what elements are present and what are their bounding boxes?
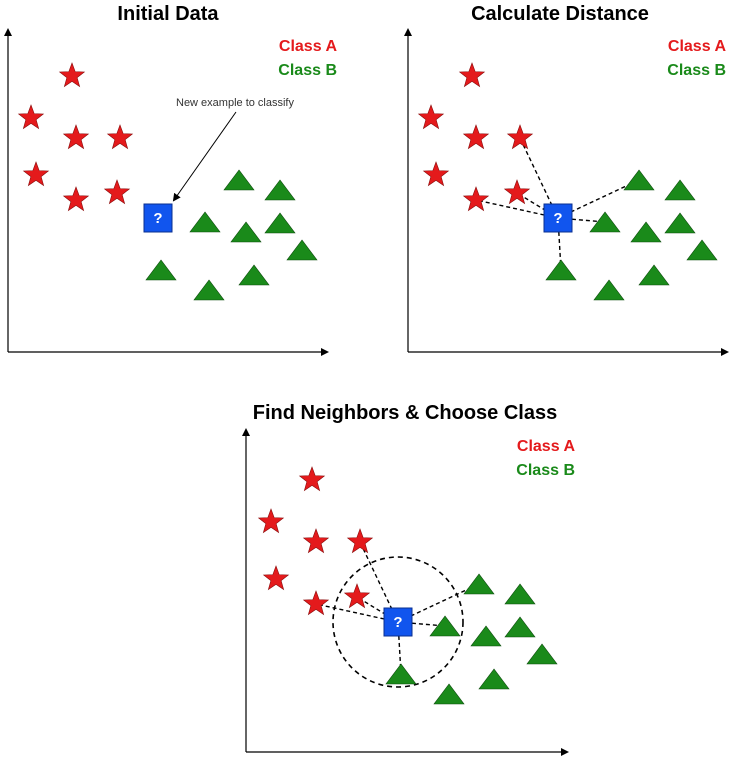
class-b-triangle xyxy=(470,625,502,647)
class-b-triangle xyxy=(686,239,718,261)
unknown-example xyxy=(383,607,413,637)
class-a-star xyxy=(302,590,330,616)
class-a-star xyxy=(346,528,374,554)
class-b-triangle xyxy=(238,264,270,286)
class-a-star xyxy=(503,179,531,205)
legend-class-b: Class B xyxy=(278,62,337,79)
class-b-triangle xyxy=(526,643,558,665)
panel-calculate-distance: Calculate Distance Class A Class B ? xyxy=(404,3,729,356)
class-a-star xyxy=(422,161,450,187)
class-b-triangle xyxy=(433,683,465,705)
class-b-triangle xyxy=(463,573,495,595)
unknown-label: ? xyxy=(153,210,162,227)
class-b-triangle xyxy=(429,615,461,637)
legend-class-a: Class A xyxy=(517,438,576,455)
class-b-triangle xyxy=(193,279,225,301)
annotation-arrow xyxy=(172,111,237,202)
panel-title: Initial Data xyxy=(117,3,219,25)
legend-class-b: Class B xyxy=(667,62,726,79)
class-a-star xyxy=(506,124,534,150)
class-a-star xyxy=(302,528,330,554)
unknown-example xyxy=(543,203,573,233)
class-a-star xyxy=(22,161,50,187)
annotation-text: New example to classify xyxy=(176,97,294,109)
legend-class-a: Class A xyxy=(279,38,338,55)
class-b-triangle xyxy=(286,239,318,261)
class-a-star xyxy=(17,104,45,130)
legend-class-a: Class A xyxy=(668,38,727,55)
class-b-triangle xyxy=(189,211,221,233)
class-a-star xyxy=(462,186,490,212)
legend-class-b: Class B xyxy=(516,462,575,479)
class-a-star xyxy=(58,62,86,88)
class-a-star xyxy=(298,466,326,492)
class-a-star xyxy=(103,179,131,205)
class-b-triangle xyxy=(664,179,696,201)
unknown-example xyxy=(143,203,173,233)
class-a-star xyxy=(462,124,490,150)
class-b-triangle xyxy=(630,221,662,243)
neighborhood-radius xyxy=(332,556,464,688)
class-b-triangle xyxy=(664,212,696,234)
class-b-triangle xyxy=(504,616,536,638)
class-b-triangle xyxy=(385,663,417,685)
class-b-triangle xyxy=(223,169,255,191)
panel-title: Calculate Distance xyxy=(471,3,649,25)
class-a-star xyxy=(106,124,134,150)
class-b-triangle xyxy=(264,179,296,201)
class-b-triangle xyxy=(504,583,536,605)
class-a-star xyxy=(62,186,90,212)
unknown-label: ? xyxy=(553,210,562,227)
class-a-star xyxy=(417,104,445,130)
unknown-label: ? xyxy=(393,614,402,631)
panel-initial-data: Initial Data Class A Class B New example… xyxy=(4,3,338,356)
class-b-triangle xyxy=(638,264,670,286)
class-b-triangle xyxy=(145,259,177,281)
class-a-star xyxy=(343,583,371,609)
class-a-star xyxy=(458,62,486,88)
class-b-triangle xyxy=(623,169,655,191)
class-a-star xyxy=(257,508,285,534)
class-b-triangle xyxy=(478,668,510,690)
panel-find-neighbors: Find Neighbors & Choose Class Class A Cl… xyxy=(242,402,576,756)
panel-title: Find Neighbors & Choose Class xyxy=(253,402,557,424)
class-b-triangle xyxy=(589,211,621,233)
class-b-triangle xyxy=(264,212,296,234)
class-b-triangle xyxy=(593,279,625,301)
class-a-star xyxy=(262,565,290,591)
class-a-star xyxy=(62,124,90,150)
class-b-triangle xyxy=(230,221,262,243)
class-b-triangle xyxy=(545,259,577,281)
